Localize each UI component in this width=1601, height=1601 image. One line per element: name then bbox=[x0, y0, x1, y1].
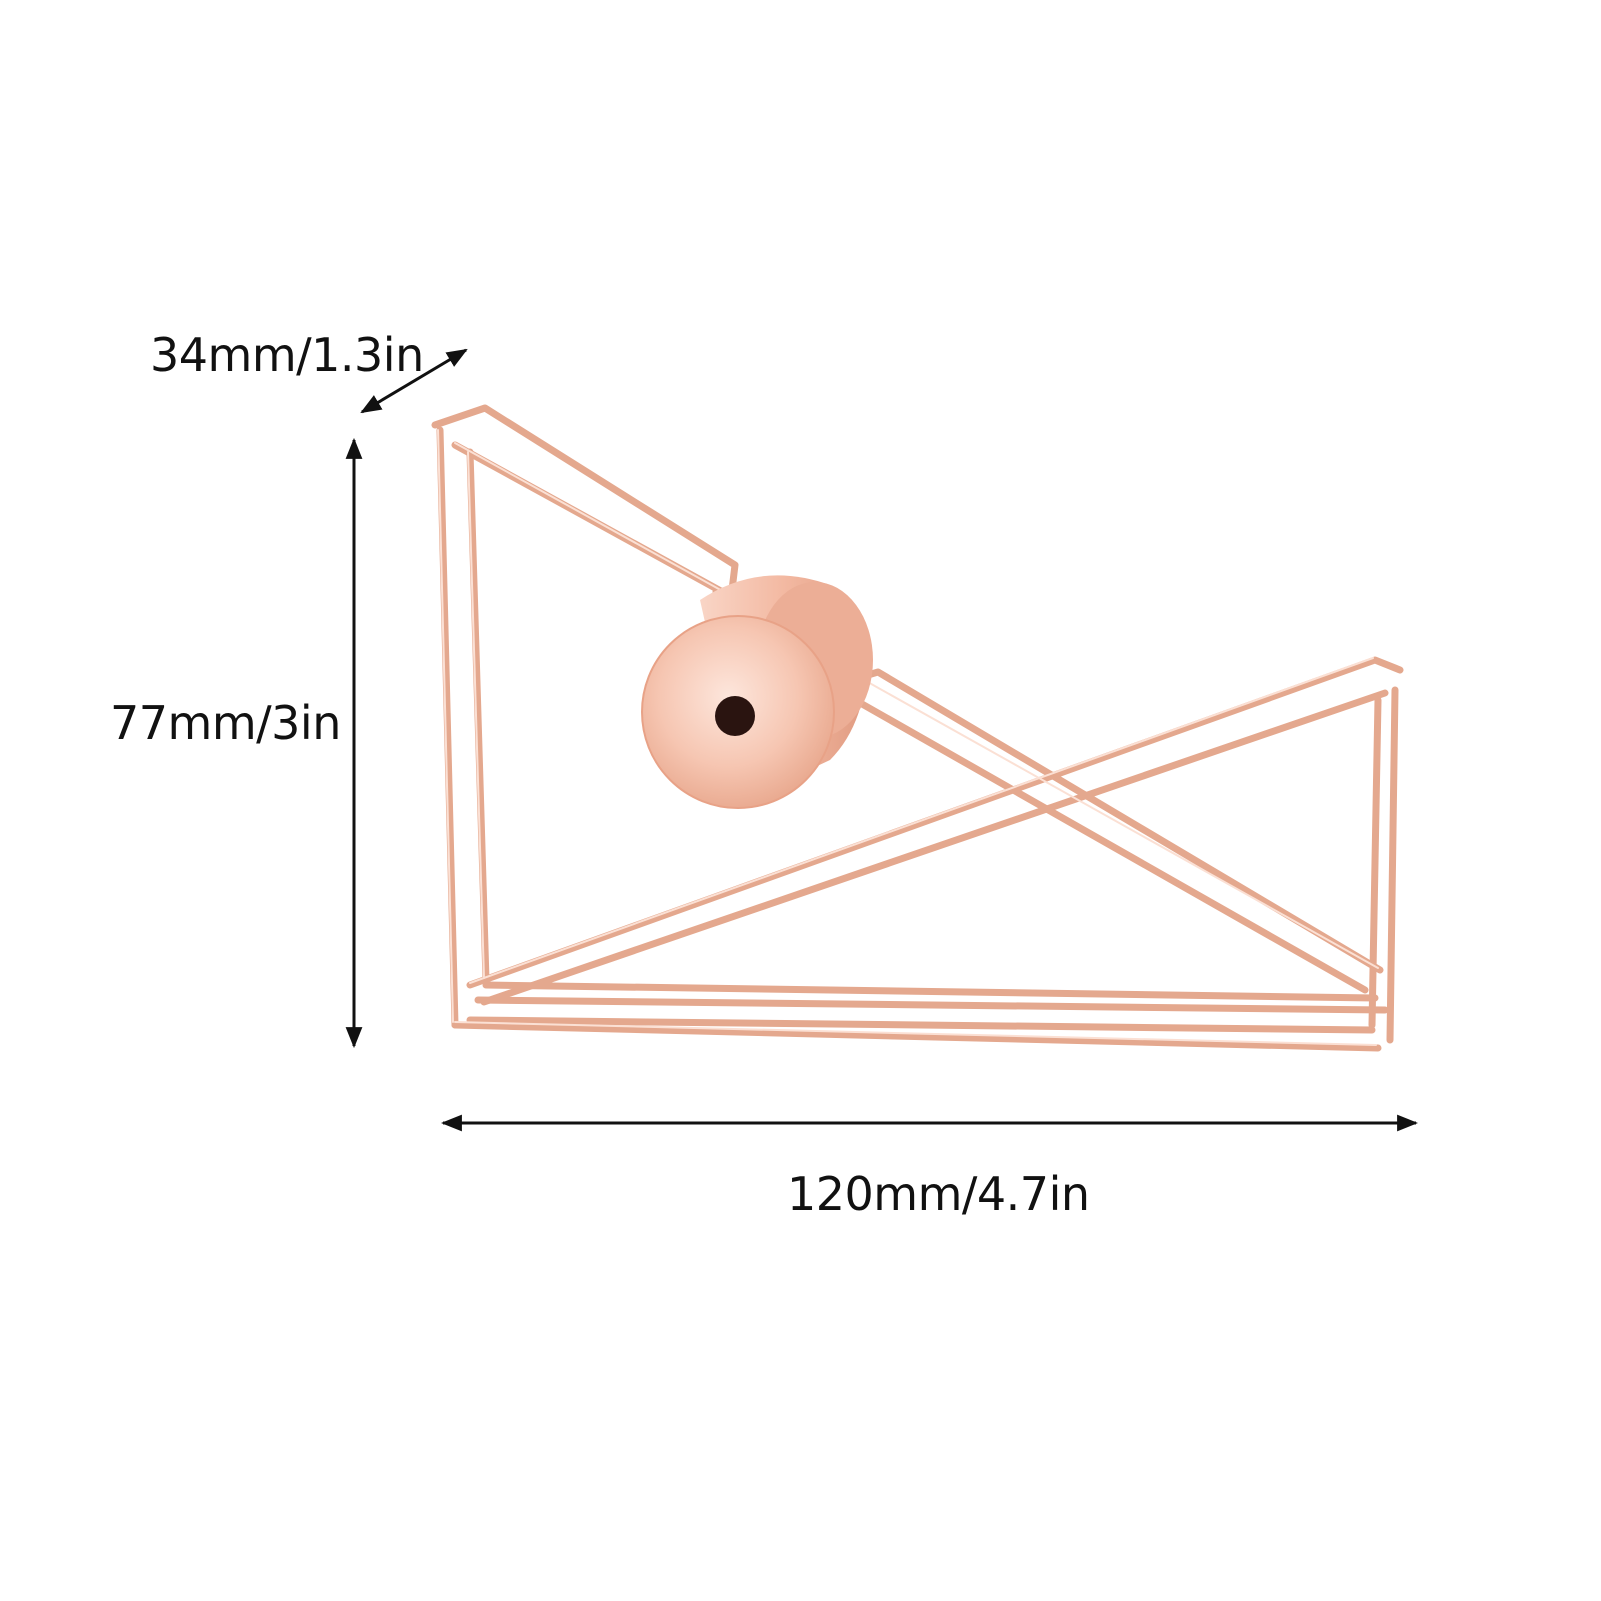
tape-spool bbox=[641, 575, 873, 809]
spool-axle-hole bbox=[715, 696, 755, 736]
tape-dispenser-frame bbox=[431, 404, 1404, 1052]
depth-dimension-label: 34mm/1.3in bbox=[150, 328, 424, 382]
depth-arrow bbox=[360, 348, 468, 414]
width-dimension-label: 120mm/4.7in bbox=[787, 1167, 1090, 1221]
height-dimension-label: 77mm/3in bbox=[110, 696, 341, 750]
